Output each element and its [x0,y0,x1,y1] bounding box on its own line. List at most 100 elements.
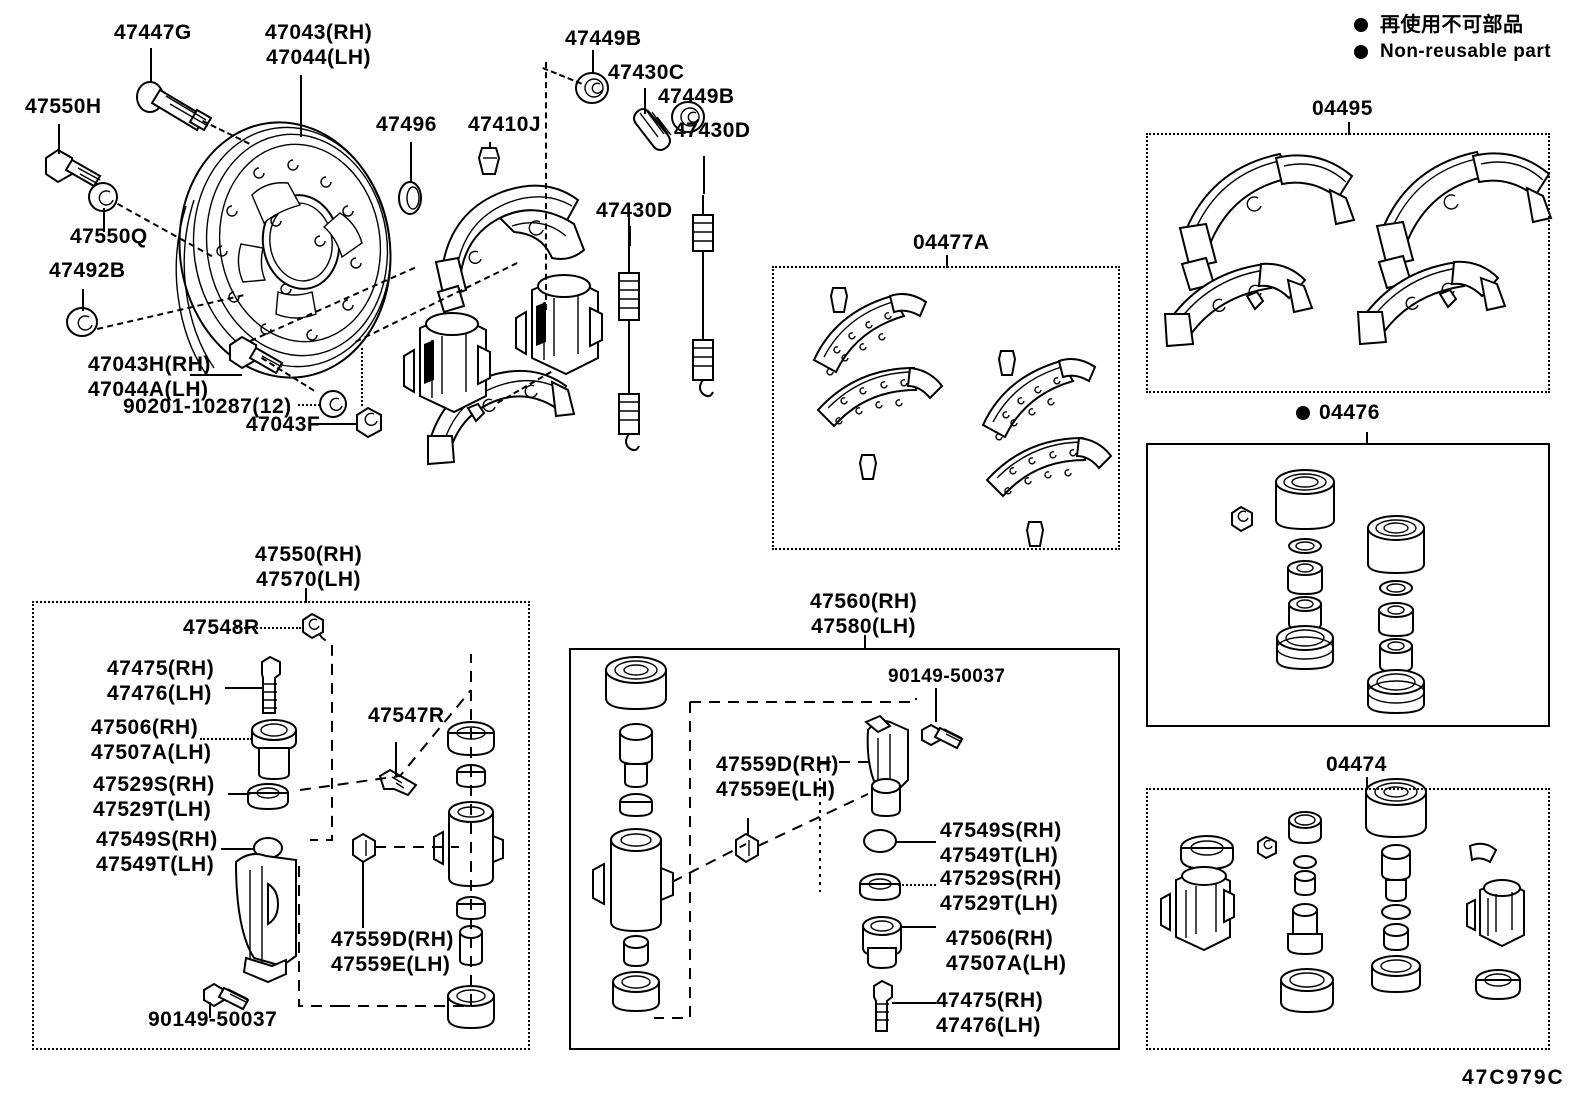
label-47449b-top: 47449B [565,27,642,50]
legend-label-jp: 再使用不可部品 [1380,12,1524,36]
label-47548r: 47548R [183,616,260,639]
dotleader-47529r [898,884,936,886]
dashleader-plate-shoe [355,262,518,343]
panel-04474-box [1146,788,1550,1050]
panel-04476-box [1146,443,1550,727]
brake-shoe-lower-art [428,371,574,464]
label-47043f: 47043F [246,413,321,436]
spring-47430d-right-art [693,195,713,396]
leader-47430c [644,88,646,114]
non-reusable-bullet-icon-2 [1354,44,1368,59]
legend-row-jp: 再使用不可部品 [1354,12,1551,37]
brake-shoe-upper-art [436,186,584,312]
label-47559d-47559e-l: 47559D(RH) 47559E(LH) [331,928,454,976]
leader-47475l [225,687,263,689]
leader-47043f [314,423,358,425]
diagram-code: 47C979C [1462,1066,1565,1089]
dotleader-47506l [200,738,252,740]
legend-row-en: Non-reusable part [1354,40,1551,63]
label-47447g: 47447G [114,21,192,44]
wheel-cylinder-right-art [516,275,602,374]
leader-47430d-right [703,156,705,194]
leader-47547r [395,742,397,776]
label-47529s-47529t-c: 47529S(RH) 47529T(LH) [940,867,1062,915]
label-47549s-47549t-c: 47549S(RH) 47549T(LH) [940,819,1062,867]
non-reusable-bullet-icon [1354,17,1368,32]
nut-47043f-art [357,408,381,437]
leader-47492b [82,289,84,311]
label-90149-50037-c: 90149-50037 [888,666,1006,687]
panel-47550-box [32,601,530,1050]
dashed-vertical-shoe [545,62,547,310]
bushing-47496-art [399,182,421,214]
leader-47447g [150,48,152,82]
panel-47560-box [569,648,1120,1050]
washer-47550q-art [89,183,117,211]
leader-47549l [221,848,255,850]
spring-47430c-art [634,109,671,150]
dashleader-47447g [202,120,250,145]
non-reusable-bullet-icon-3 [1296,405,1310,420]
leader-04495 [1348,122,1350,135]
wheel-cylinder-left-art [404,313,490,412]
label-47043h-47044a: 47043H(RH) 47044A(LH) [88,353,211,401]
label-47550q: 47550Q [70,225,148,248]
label-47506-47507a-c: 47506(RH) 47507A(LH) [946,927,1067,975]
plug-47410j-art [479,148,499,174]
dashleader-shoe [497,371,552,404]
dotleader-47548r [233,627,301,629]
label-47475-47476-l: 47475(RH) 47476(LH) [107,657,215,705]
leader-47550q [103,208,105,232]
leader-04477a [946,255,948,268]
leader-47560-title [864,635,866,650]
label-47529s-47529t-l: 47529S(RH) 47529T(LH) [93,773,215,821]
dashleader-47496 [250,266,416,342]
leader-47475r [892,1002,936,1004]
label-47550h: 47550H [25,95,102,118]
leader-47496 [410,142,412,182]
leader-04476 [1366,432,1368,445]
pin-47449b-top-art [576,73,608,103]
leader-47550h [58,124,60,154]
panel-title-04476: 04476 [1319,401,1380,424]
dashed-vertical-plate [361,348,363,406]
leader-90149c [935,688,937,722]
label-47496: 47496 [376,113,437,136]
dashleader-90201-b [260,357,315,392]
dotleader-90201 [298,404,320,406]
panel-title-47560-47580: 47560(RH) 47580(LH) [810,590,918,638]
nut-47492b-art [67,308,97,336]
panel-title-04495: 04495 [1312,97,1373,120]
label-47449b-right: 47449B [658,85,735,108]
leader-47529l [228,793,250,795]
panel-title-04477a: 04477A [913,231,990,254]
leader-47410j [489,142,491,148]
label-47043-47044: 47043(RH) 47044(LH) [265,21,373,69]
label-47410j: 47410J [468,113,542,136]
leader-47449b-top [592,50,594,74]
dashleader-47492b [97,294,244,330]
panel-04495-box [1146,133,1550,393]
legend: 再使用不可部品 Non-reusable part [1354,12,1551,66]
leader-47043h [190,374,242,376]
panel-title-04474: 04474 [1326,753,1387,776]
leader-04474 [1366,777,1368,790]
label-47506-47507a-l: 47506(RH) 47507A(LH) [91,716,212,764]
bolt-47447g-art [137,82,211,130]
label-47430c: 47430C [608,61,685,84]
leader-47043-drum [300,75,302,137]
leader-90149l [209,1002,211,1018]
label-47549s-47549t-l: 47549S(RH) 47549T(LH) [96,828,218,876]
bolt-47550h-art [46,150,100,186]
label-47475-47476-c: 47475(RH) 47476(LH) [936,989,1044,1037]
washer-90201-art [320,391,346,417]
leader-47430d-left [629,226,631,246]
panel-title-47550-47570: 47550(RH) 47570(LH) [255,543,363,591]
leader-47559c [747,818,749,836]
dashleader-47449b [542,67,582,85]
legend-label-en: Non-reusable part [1380,41,1552,62]
panel-title-04476-wrap: 04476 [1296,400,1380,425]
leader-47549r [896,841,936,843]
leader-47506r [900,926,936,928]
